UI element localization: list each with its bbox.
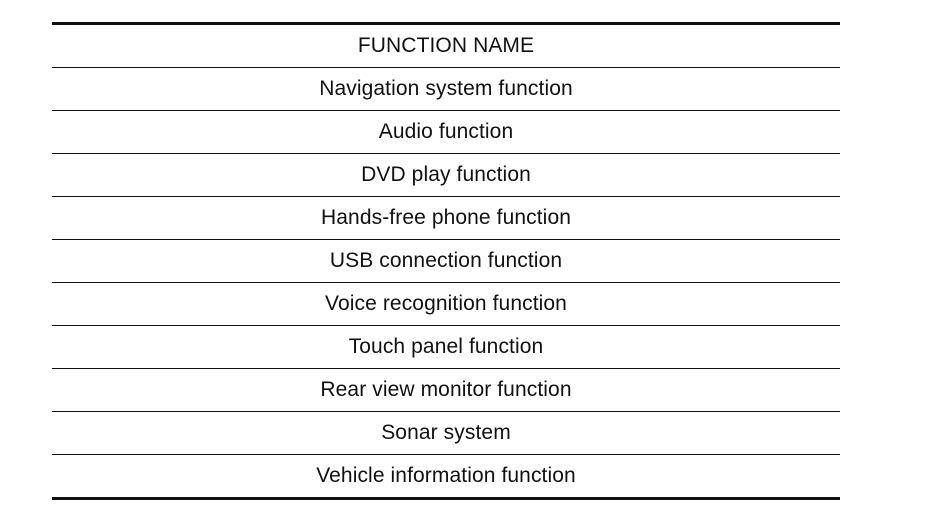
table-header: FUNCTION NAME — [52, 23, 840, 68]
table-cell-function: Navigation system function — [52, 67, 840, 111]
table-body: Navigation system function Audio functio… — [52, 67, 840, 499]
table-row: Voice recognition function — [52, 282, 840, 326]
table-cell-function: Vehicle information function — [316, 464, 576, 487]
table-cell-function: Touch panel function — [52, 325, 840, 369]
table-cell-function: Voice recognition function — [52, 282, 840, 326]
table-row: Audio function — [52, 110, 840, 154]
table-row: USB connection function — [52, 239, 840, 283]
table-cell-function: Sonar system — [52, 411, 840, 455]
table-cell-function: Rear view monitor function — [52, 368, 840, 412]
table-row: DVD play function — [52, 153, 840, 197]
table-cell-function: DVD play function — [52, 153, 840, 197]
table-row: Sonar system — [52, 411, 840, 455]
table-row: Touch panel function — [52, 325, 840, 369]
table-row: Vehicle information function — [52, 455, 840, 499]
table-cell-function: Audio function — [52, 110, 840, 154]
table-row: Navigation system function — [52, 67, 840, 111]
column-header-function-name: FUNCTION NAME — [52, 23, 840, 68]
function-table: FUNCTION NAME Navigation system function… — [52, 22, 840, 500]
table-cell-function: USB connection function — [52, 239, 840, 283]
table-row: Hands-free phone function — [52, 196, 840, 240]
header-row: FUNCTION NAME — [52, 23, 840, 68]
table-row: Rear view monitor function — [52, 368, 840, 412]
table-cell-function: Hands-free phone function — [52, 196, 840, 240]
